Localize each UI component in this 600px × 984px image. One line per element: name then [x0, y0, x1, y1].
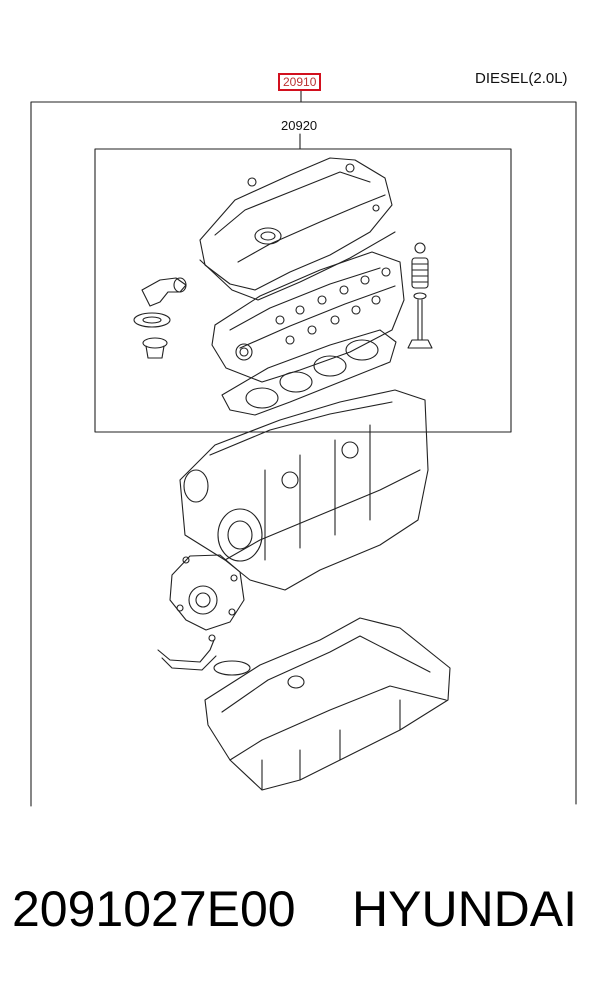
cylinder-block — [179, 389, 429, 591]
assembly-ref-label[interactable]: 20910 — [278, 73, 322, 91]
oil-pipe — [157, 634, 251, 676]
subassembly-ref-label[interactable]: 20920 — [281, 118, 318, 133]
engine-variant-label: DIESEL(2.0L) — [475, 70, 568, 87]
head-gasket — [221, 329, 397, 416]
oil-pan — [204, 617, 451, 791]
thermostat — [142, 337, 168, 359]
thermostat-housing — [141, 277, 187, 307]
cylinder-head-cover — [199, 157, 396, 301]
thermostat-gasket — [133, 312, 171, 328]
valve — [407, 299, 433, 349]
cylinder-head — [211, 251, 405, 383]
brand-caption: HYUNDAI — [352, 881, 578, 937]
water-pump — [169, 554, 245, 631]
valve-spring — [411, 242, 429, 300]
part-number-caption: 2091027E00 — [12, 881, 296, 937]
gasket-set-box — [94, 148, 512, 433]
assembly-bracket — [30, 101, 577, 807]
